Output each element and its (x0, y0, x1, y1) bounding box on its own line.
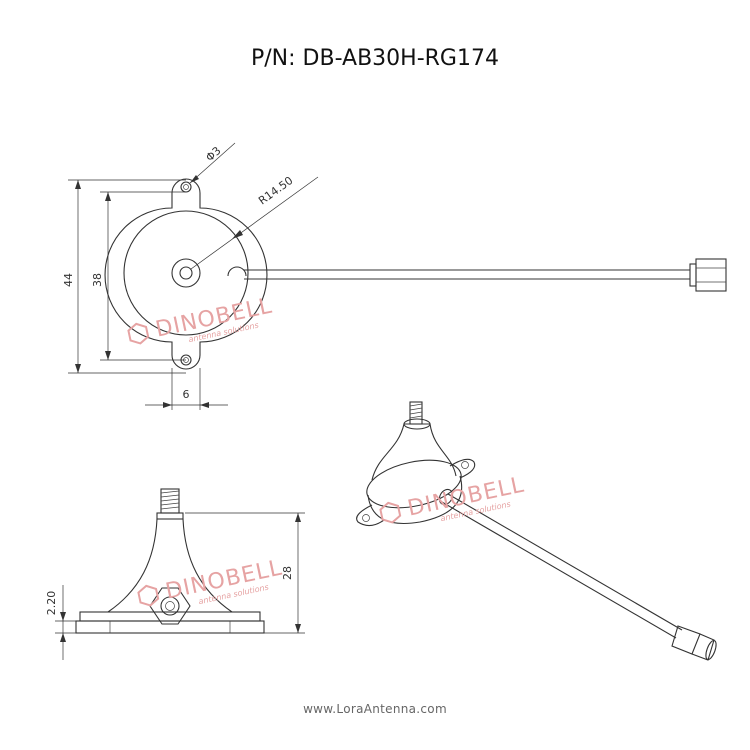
base-flange-bottom (75, 620, 265, 634)
iso-connector-nut (671, 625, 701, 655)
center-stud-inner (179, 266, 193, 280)
watermark-1: DINOBELL antenna solutions (127, 293, 275, 345)
side-view: 28 2.20 (45, 488, 305, 660)
iso-ear-right (449, 458, 476, 479)
base-flange-top (79, 611, 261, 622)
watermark-3: DINOBELL antenna solutions (137, 555, 285, 607)
watermark-2: DINOBELL antenna solutions (379, 472, 527, 524)
cable-nut (149, 587, 191, 625)
base-disc (123, 210, 249, 336)
connector-body (695, 258, 727, 292)
cable-exit (160, 596, 180, 616)
isometric-view (356, 401, 717, 661)
website-footer: www.LoraAntenna.com (303, 702, 447, 716)
dim-base-thickness: 2.20 (45, 591, 58, 616)
connector-collar (689, 263, 697, 287)
mounting-plate-outline (104, 178, 268, 370)
iso-dome-top (403, 418, 431, 430)
stud-collar (156, 512, 184, 520)
dim-hole-spacing: 38 (91, 273, 104, 287)
cable-boss (227, 266, 247, 277)
center-stud-outer (171, 258, 201, 288)
iso-base-upper (366, 459, 462, 509)
top-mount-hole-inner (183, 184, 189, 190)
dim-side-height: 28 (281, 566, 294, 580)
iso-cable-edge-1 (447, 493, 683, 631)
iso-stud (409, 401, 423, 425)
dim-tab-width: 6 (183, 388, 190, 401)
top-mount-hole (180, 181, 192, 193)
iso-connector-tip (691, 633, 715, 661)
iso-cable-edge-2 (441, 501, 677, 639)
dim-overall-height: 44 (62, 273, 75, 287)
dim-hole-diameter: Φ3 (203, 144, 223, 164)
iso-ear-left (356, 504, 385, 527)
part-number-title: P/N: DB-AB30H-RG174 (251, 46, 499, 71)
iso-base-lower (367, 475, 463, 524)
dim-radius: R14.50 (256, 174, 295, 208)
top-view: 44 38 6 Φ3 R14.50 (62, 142, 727, 410)
